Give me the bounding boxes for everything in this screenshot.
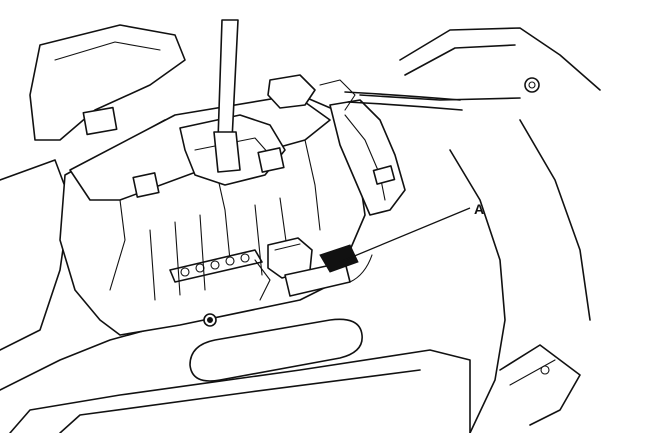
console-outline	[0, 24, 601, 433]
callout-a-leader	[339, 207, 471, 263]
callout-a: A	[339, 201, 484, 263]
callout-a-label: A	[474, 201, 484, 217]
shifter-housing	[59, 74, 463, 336]
shift-lever-rod	[213, 19, 241, 173]
shift-lock-connector	[254, 237, 373, 301]
